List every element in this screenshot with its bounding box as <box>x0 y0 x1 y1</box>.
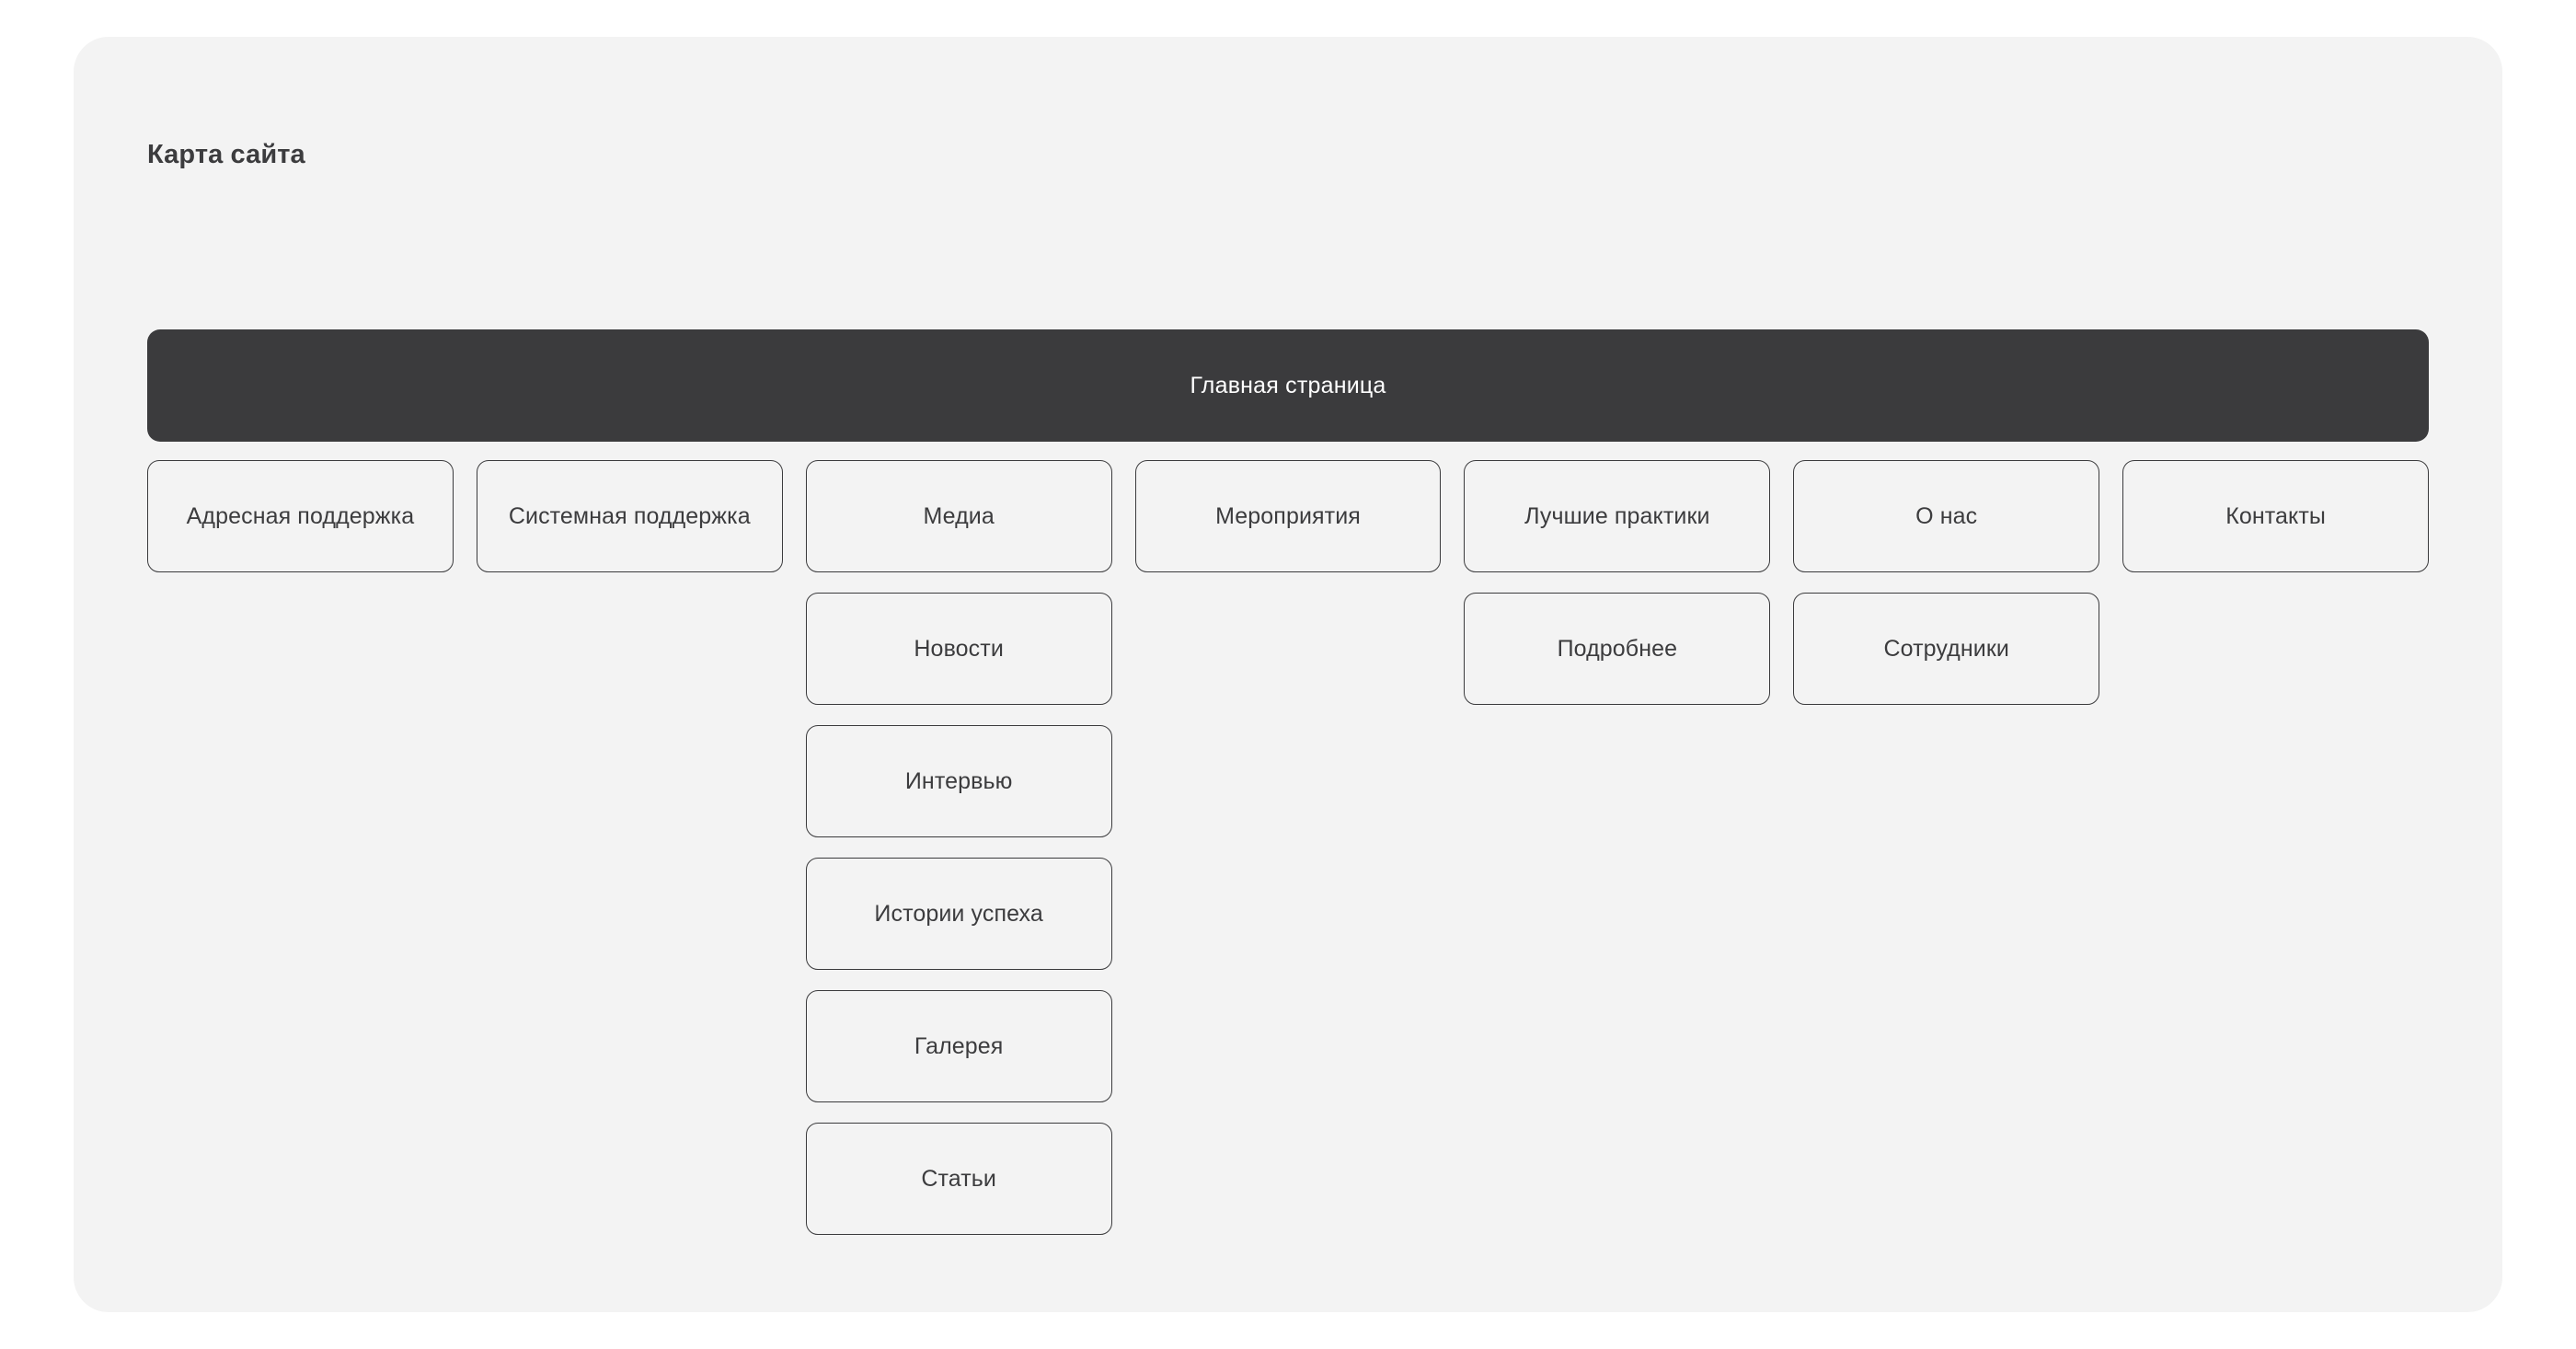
sitemap-columns: Адресная поддержка Системная поддержка М… <box>147 460 2430 1235</box>
sitemap-node-meropriyatiya[interactable]: Мероприятия <box>1134 460 1442 572</box>
node-label: Медиа <box>923 503 995 529</box>
node-label: Интервью <box>904 768 1013 794</box>
sitemap-node-adresnaya-podderzhka[interactable]: Адресная поддержка <box>147 460 454 572</box>
node-label: Сотрудники <box>1883 636 2009 662</box>
node-label: Галерея <box>914 1033 1004 1059</box>
sitemap-node-luchshie-praktiki[interactable]: Лучшие практики <box>1464 460 1771 572</box>
sitemap-node-galereya[interactable]: Галерея <box>805 990 1112 1102</box>
node-label: Контакты <box>2225 503 2326 529</box>
node-label: Лучшие практики <box>1524 503 1710 529</box>
node-label: О нас <box>1915 503 1978 529</box>
sitemap-node-istorii-uspeha[interactable]: Истории успеха <box>805 858 1112 970</box>
sitemap-tree: Главная страница Адресная поддержка Сист… <box>147 329 2430 1235</box>
sitemap-column-7: Контакты <box>2122 460 2430 572</box>
sitemap-node-media[interactable]: Медиа <box>805 460 1112 572</box>
sitemap-column-6: О нас Сотрудники <box>1793 460 2100 705</box>
sitemap-node-o-nas[interactable]: О нас <box>1793 460 2100 572</box>
node-label: Адресная поддержка <box>186 503 415 529</box>
sitemap-node-podrobnee[interactable]: Подробнее <box>1464 593 1771 705</box>
sitemap-node-sotrudniki[interactable]: Сотрудники <box>1793 593 2100 705</box>
sitemap-root-node[interactable]: Главная страница <box>147 329 2429 442</box>
sitemap-root-label: Главная страница <box>1190 372 1386 398</box>
sitemap-node-sistemnaya-podderzhka[interactable]: Системная поддержка <box>476 460 783 572</box>
sitemap-node-kontakty[interactable]: Контакты <box>2122 460 2430 572</box>
sitemap-node-stati[interactable]: Статьи <box>805 1123 1112 1235</box>
sitemap-node-novosti[interactable]: Новости <box>805 593 1112 705</box>
page-title: Карта сайта <box>147 140 305 169</box>
node-label: Системная поддержка <box>508 503 751 529</box>
sitemap-column-4: Мероприятия <box>1134 460 1442 572</box>
sitemap-card: Карта сайта Главная страница Адресная по… <box>74 37 2502 1312</box>
sitemap-column-5: Лучшие практики Подробнее <box>1464 460 1771 705</box>
sitemap-column-1: Адресная поддержка <box>147 460 454 572</box>
sitemap-column-3: Медиа Новости Интервью Истории успеха Га… <box>805 460 1112 1235</box>
node-label: Подробнее <box>1557 636 1678 662</box>
node-label: Истории успеха <box>874 901 1043 927</box>
node-label: Мероприятия <box>1215 503 1361 529</box>
sitemap-node-intervyu[interactable]: Интервью <box>805 725 1112 837</box>
node-label: Новости <box>914 636 1004 662</box>
sitemap-column-2: Системная поддержка <box>476 460 783 572</box>
node-label: Статьи <box>921 1166 996 1192</box>
